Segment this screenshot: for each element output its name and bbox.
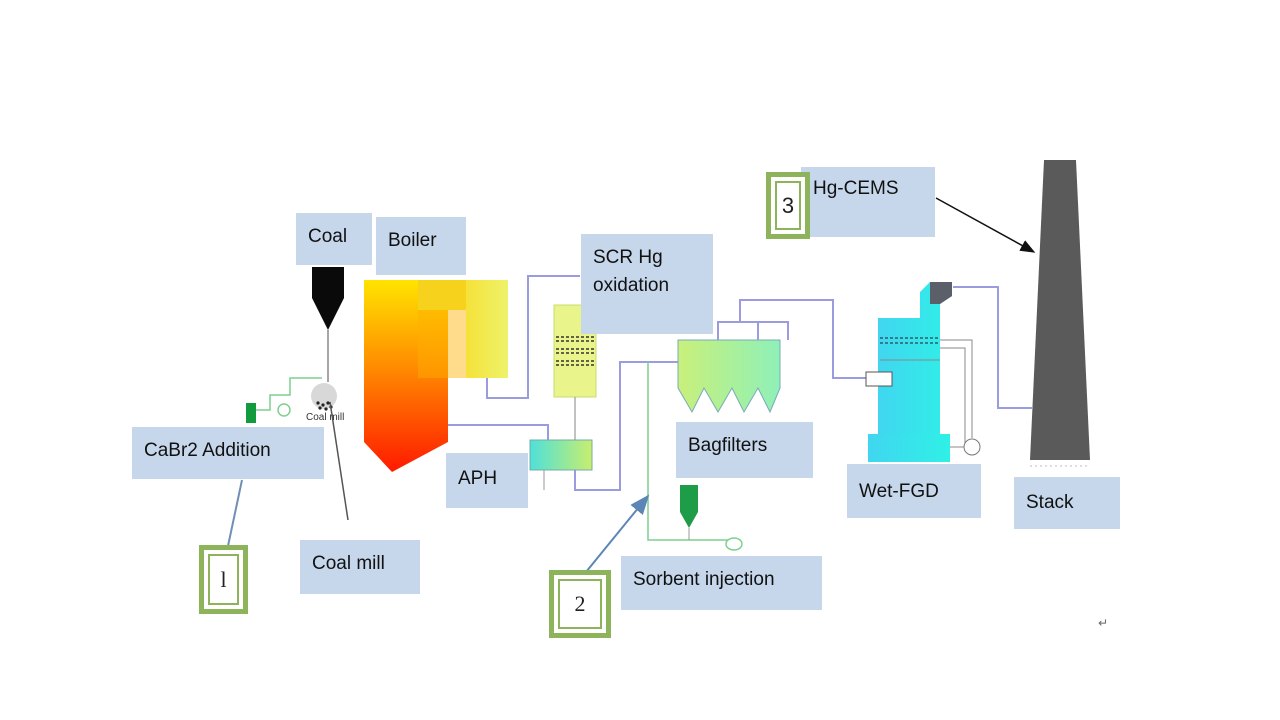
cabr2-pump <box>277 403 291 417</box>
coal-mill-unit <box>311 383 337 411</box>
pipe-fgd-to-stack <box>953 286 1032 409</box>
marker-1-connector <box>227 479 243 547</box>
pipe-boiler-to-scr <box>486 275 580 399</box>
sorbent-line <box>647 362 735 541</box>
coal-mill-pointer <box>329 401 349 521</box>
stack-chimney <box>1030 160 1090 460</box>
aph-unit <box>529 439 593 471</box>
paragraph-mark: ↵ <box>1098 616 1109 630</box>
marker-3-number: 3 <box>781 192 795 218</box>
coal-mill-label: Coal mill <box>300 540 420 594</box>
coal-mill-small-label: Coal mill <box>306 412 345 423</box>
bagfilters-label: Bagfilters <box>676 422 813 478</box>
pipe-boiler-to-aph <box>418 424 549 442</box>
wet-fgd-label: Wet-FGD <box>847 464 981 518</box>
cabr2-label: CaBr2 Addition <box>132 427 324 479</box>
marker-2-arrow <box>585 494 650 573</box>
aph-label: APH <box>446 453 528 508</box>
sorbent-pump <box>725 537 743 551</box>
coal-hopper <box>312 267 344 330</box>
boiler-label: Boiler <box>376 217 466 275</box>
marker-3: 3 <box>766 172 810 239</box>
sorbent-silo <box>680 485 698 528</box>
cabr2-line <box>256 377 322 411</box>
bagfilter-unit <box>677 339 781 414</box>
boiler-convective-pass <box>466 280 508 378</box>
marker-1: l <box>199 545 248 614</box>
stack-label: Stack <box>1014 477 1120 529</box>
marker-2-number: 2 <box>574 591 586 616</box>
hg-cems-label: Hg-CEMS <box>801 167 935 237</box>
cabr2-tank <box>246 403 256 423</box>
pipe-aph-to-bagfilter <box>574 361 678 491</box>
marker-2: 2 <box>549 570 611 638</box>
coal-label: Coal <box>296 213 372 265</box>
pipe-bagfilter-outlet <box>717 321 789 340</box>
flue-gas-pipes <box>418 275 1032 491</box>
boiler-furnace <box>364 280 448 472</box>
pipe-bag-header <box>739 299 868 379</box>
marker-1-number: l <box>220 566 227 592</box>
wet-fgd-unit <box>865 282 981 462</box>
hg-cems-arrow <box>935 197 1036 253</box>
scr-label: SCR Hg oxidation <box>581 234 713 334</box>
reagent-lines <box>256 362 743 551</box>
sorbent-label: Sorbent injection <box>621 556 822 610</box>
boiler-inner-gap <box>418 310 466 378</box>
